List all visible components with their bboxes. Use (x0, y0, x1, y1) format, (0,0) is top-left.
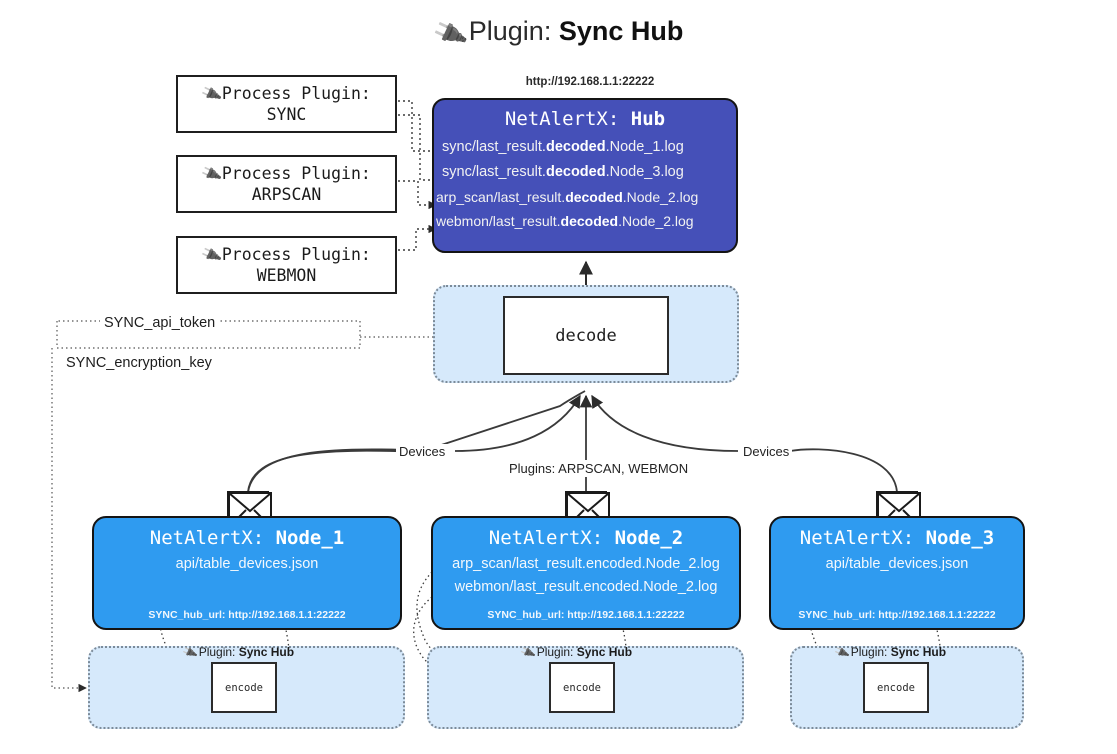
decode-box[interactable]: decode (503, 296, 669, 375)
node-card-node-3[interactable]: NetAlertX: Node_3 api/table_devices.json… (769, 516, 1025, 630)
node-line: api/table_devices.json (175, 556, 319, 572)
node-footer: SYNC_hub_url: http://192.168.1.1:22222 (487, 609, 685, 621)
edge-label-devices-left: Devices (396, 444, 449, 459)
edge-label-devices-right: Devices (740, 444, 793, 459)
secret-label-encryption-key: SYNC_encryption_key (62, 355, 216, 371)
process-plugin-line2: WEBMON (256, 266, 317, 286)
node-line: arp_scan/last_result.encoded.Node_2.log (452, 556, 720, 572)
encode-box-node-1[interactable]: encode (211, 662, 277, 713)
hub-log-line: sync/last_result.decoded.Node_1.log (442, 139, 684, 155)
plug-icon: 🔌 (199, 243, 224, 267)
hub-url: http://192.168.1.1:22222 (525, 76, 655, 88)
title-prefix: Plugin: (468, 16, 559, 46)
node-title: NetAlertX: Node_2 (488, 527, 684, 549)
encode-plugin-label-node-2: 🔌Plugin: Sync Hub (519, 644, 633, 661)
process-plugin-line1: 🔌Process Plugin: (199, 162, 371, 186)
title-name: Sync Hub (558, 16, 684, 46)
node-card-node-2[interactable]: NetAlertX: Node_2 arp_scan/last_result.e… (431, 516, 741, 630)
process-plugin-arpscan[interactable]: 🔌Process Plugin: ARPSCAN (176, 155, 397, 213)
encode-box-node-2[interactable]: encode (549, 662, 615, 713)
process-plugin-line2: ARPSCAN (251, 185, 322, 205)
process-plugin-line1: 🔌Process Plugin: (199, 82, 371, 106)
encode-plugin-label-node-3: 🔌Plugin: Sync Hub (833, 644, 947, 661)
hub-log-line: arp_scan/last_result.decoded.Node_2.log (436, 188, 699, 205)
node-title: NetAlertX: Node_3 (799, 527, 995, 549)
secret-label-api-token: SYNC_api_token (100, 315, 220, 331)
hub-node[interactable]: NetAlertX: Hub sync/last_result.decoded.… (432, 98, 738, 253)
plug-icon: 🔌 (519, 644, 537, 661)
node-footer: SYNC_hub_url: http://192.168.1.1:22222 (798, 609, 996, 621)
hub-log-line: sync/last_result.decoded.Node_3.log (442, 163, 684, 180)
process-plugin-sync[interactable]: 🔌Process Plugin: SYNC (176, 75, 397, 133)
edge-label-plugins-center: Plugins: ARPSCAN, WEBMON (506, 461, 692, 476)
plug-icon: 🔌 (181, 644, 199, 661)
node-title: NetAlertX: Node_1 (149, 527, 345, 549)
hub-title: NetAlertX: Hub (504, 108, 666, 130)
process-plugin-line2: SYNC (266, 105, 307, 125)
page-title: 🔌Plugin: Sync Hub (0, 15, 1117, 52)
plug-icon: 🔌 (833, 644, 851, 661)
hub-log-line: webmon/last_result.decoded.Node_2.log (436, 212, 694, 229)
encode-plugin-label-node-1: 🔌Plugin: Sync Hub (181, 644, 295, 661)
node-line: api/table_devices.json (825, 556, 969, 572)
node-footer: SYNC_hub_url: http://192.168.1.1:22222 (148, 609, 346, 621)
encode-box-node-3[interactable]: encode (863, 662, 929, 713)
plug-icon: 🔌 (199, 162, 224, 186)
plug-icon: 🔌 (199, 82, 224, 106)
plug-icon: 🔌 (430, 15, 470, 53)
node-line: webmon/last_result.encoded.Node_2.log (454, 579, 718, 596)
process-plugin-line1: 🔌Process Plugin: (199, 243, 371, 267)
node-card-node-1[interactable]: NetAlertX: Node_1 api/table_devices.json… (92, 516, 402, 630)
process-plugin-webmon[interactable]: 🔌Process Plugin: WEBMON (176, 236, 397, 294)
